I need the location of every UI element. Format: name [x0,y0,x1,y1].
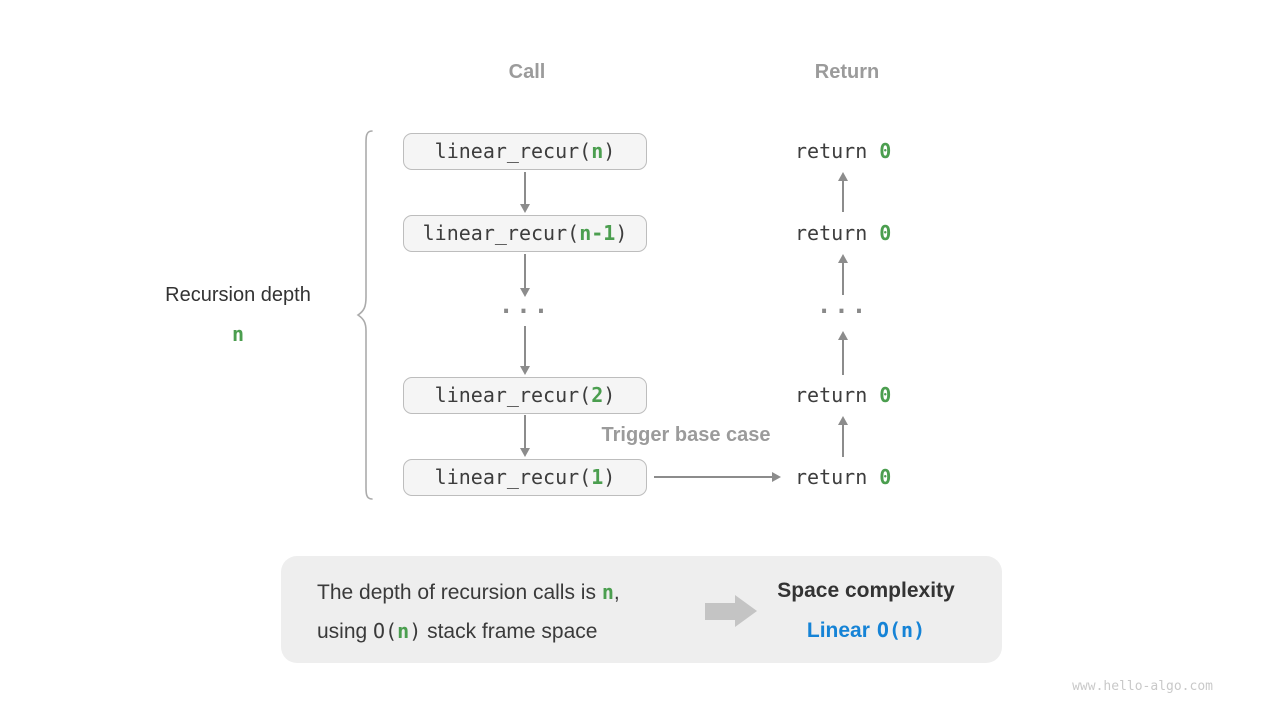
summary-text: using [317,620,374,643]
down-arrow-icon [520,415,530,457]
space-complexity-value: Linear O(n) [751,618,981,643]
return-label: return 0 [795,221,915,245]
code-arg: n [591,139,604,163]
up-arrow-icon [838,416,848,457]
summary-text: , [613,581,620,604]
trigger-base-case-label: Trigger base case [601,424,771,446]
call-column-header: Call [508,61,546,83]
big-o-notation: O( [373,619,398,643]
return-column-header: Return [814,61,880,83]
down-arrow-icon [520,254,530,297]
up-arrow-icon [838,254,848,295]
return-ellipsis: ... [816,291,870,319]
call-ellipsis: ... [498,291,552,319]
code-text: linear_recur( [434,139,592,163]
down-arrow-icon [520,172,530,213]
return-label: return 0 [795,383,915,407]
return-keyword: return [795,139,880,163]
summary-line-2: using O(n) stack frame space [317,619,597,644]
code-arg: 2 [591,383,604,407]
code-text: ) [603,383,616,407]
code-text: linear_recur( [422,221,580,245]
complexity-word: Linear [806,619,870,642]
implies-arrow-head-icon [735,595,757,627]
call-box-2: linear_recur(2) [403,377,647,414]
summary-panel: The depth of recursion calls is n, using… [281,556,1002,663]
summary-text: The depth of recursion calls is [317,581,602,604]
code-arg: 1 [591,465,604,489]
return-keyword: return [795,465,880,489]
call-box-1: linear_recur(1) [403,459,647,496]
summary-line-1: The depth of recursion calls is n, [317,580,620,605]
return-keyword: return [795,383,880,407]
recursion-depth-label: Recursion depth [165,284,311,306]
site-watermark: www.hello-algo.com [1072,679,1213,694]
return-value: 0 [879,465,892,489]
return-label: return 0 [795,465,915,489]
up-arrow-icon [838,331,848,375]
code-text: ) [603,465,616,489]
code-text: ) [615,221,628,245]
summary-text: stack frame space [421,620,598,643]
return-label: return 0 [795,139,915,163]
space-complexity-title: Space complexity [777,579,955,602]
return-keyword: return [795,221,880,245]
big-o-notation: O(n) [876,618,926,642]
code-arg: n-1 [579,221,616,245]
code-arg: n [397,619,410,643]
big-o-notation: ) [409,619,422,643]
return-value: 0 [879,139,892,163]
down-arrow-icon [520,326,530,375]
base-case-arrow-icon [654,472,781,482]
return-value: 0 [879,221,892,245]
code-arg: n [601,580,614,604]
call-box-n-1: linear_recur(n-1) [403,215,647,252]
up-arrow-icon [838,172,848,212]
recursion-depth-brace [356,130,373,500]
code-text: ) [603,139,616,163]
code-text: linear_recur( [434,383,592,407]
recursion-depth-value: n [231,322,245,346]
implies-arrow-icon [705,603,735,620]
return-value: 0 [879,383,892,407]
code-text: linear_recur( [434,465,592,489]
call-box-n: linear_recur(n) [403,133,647,170]
